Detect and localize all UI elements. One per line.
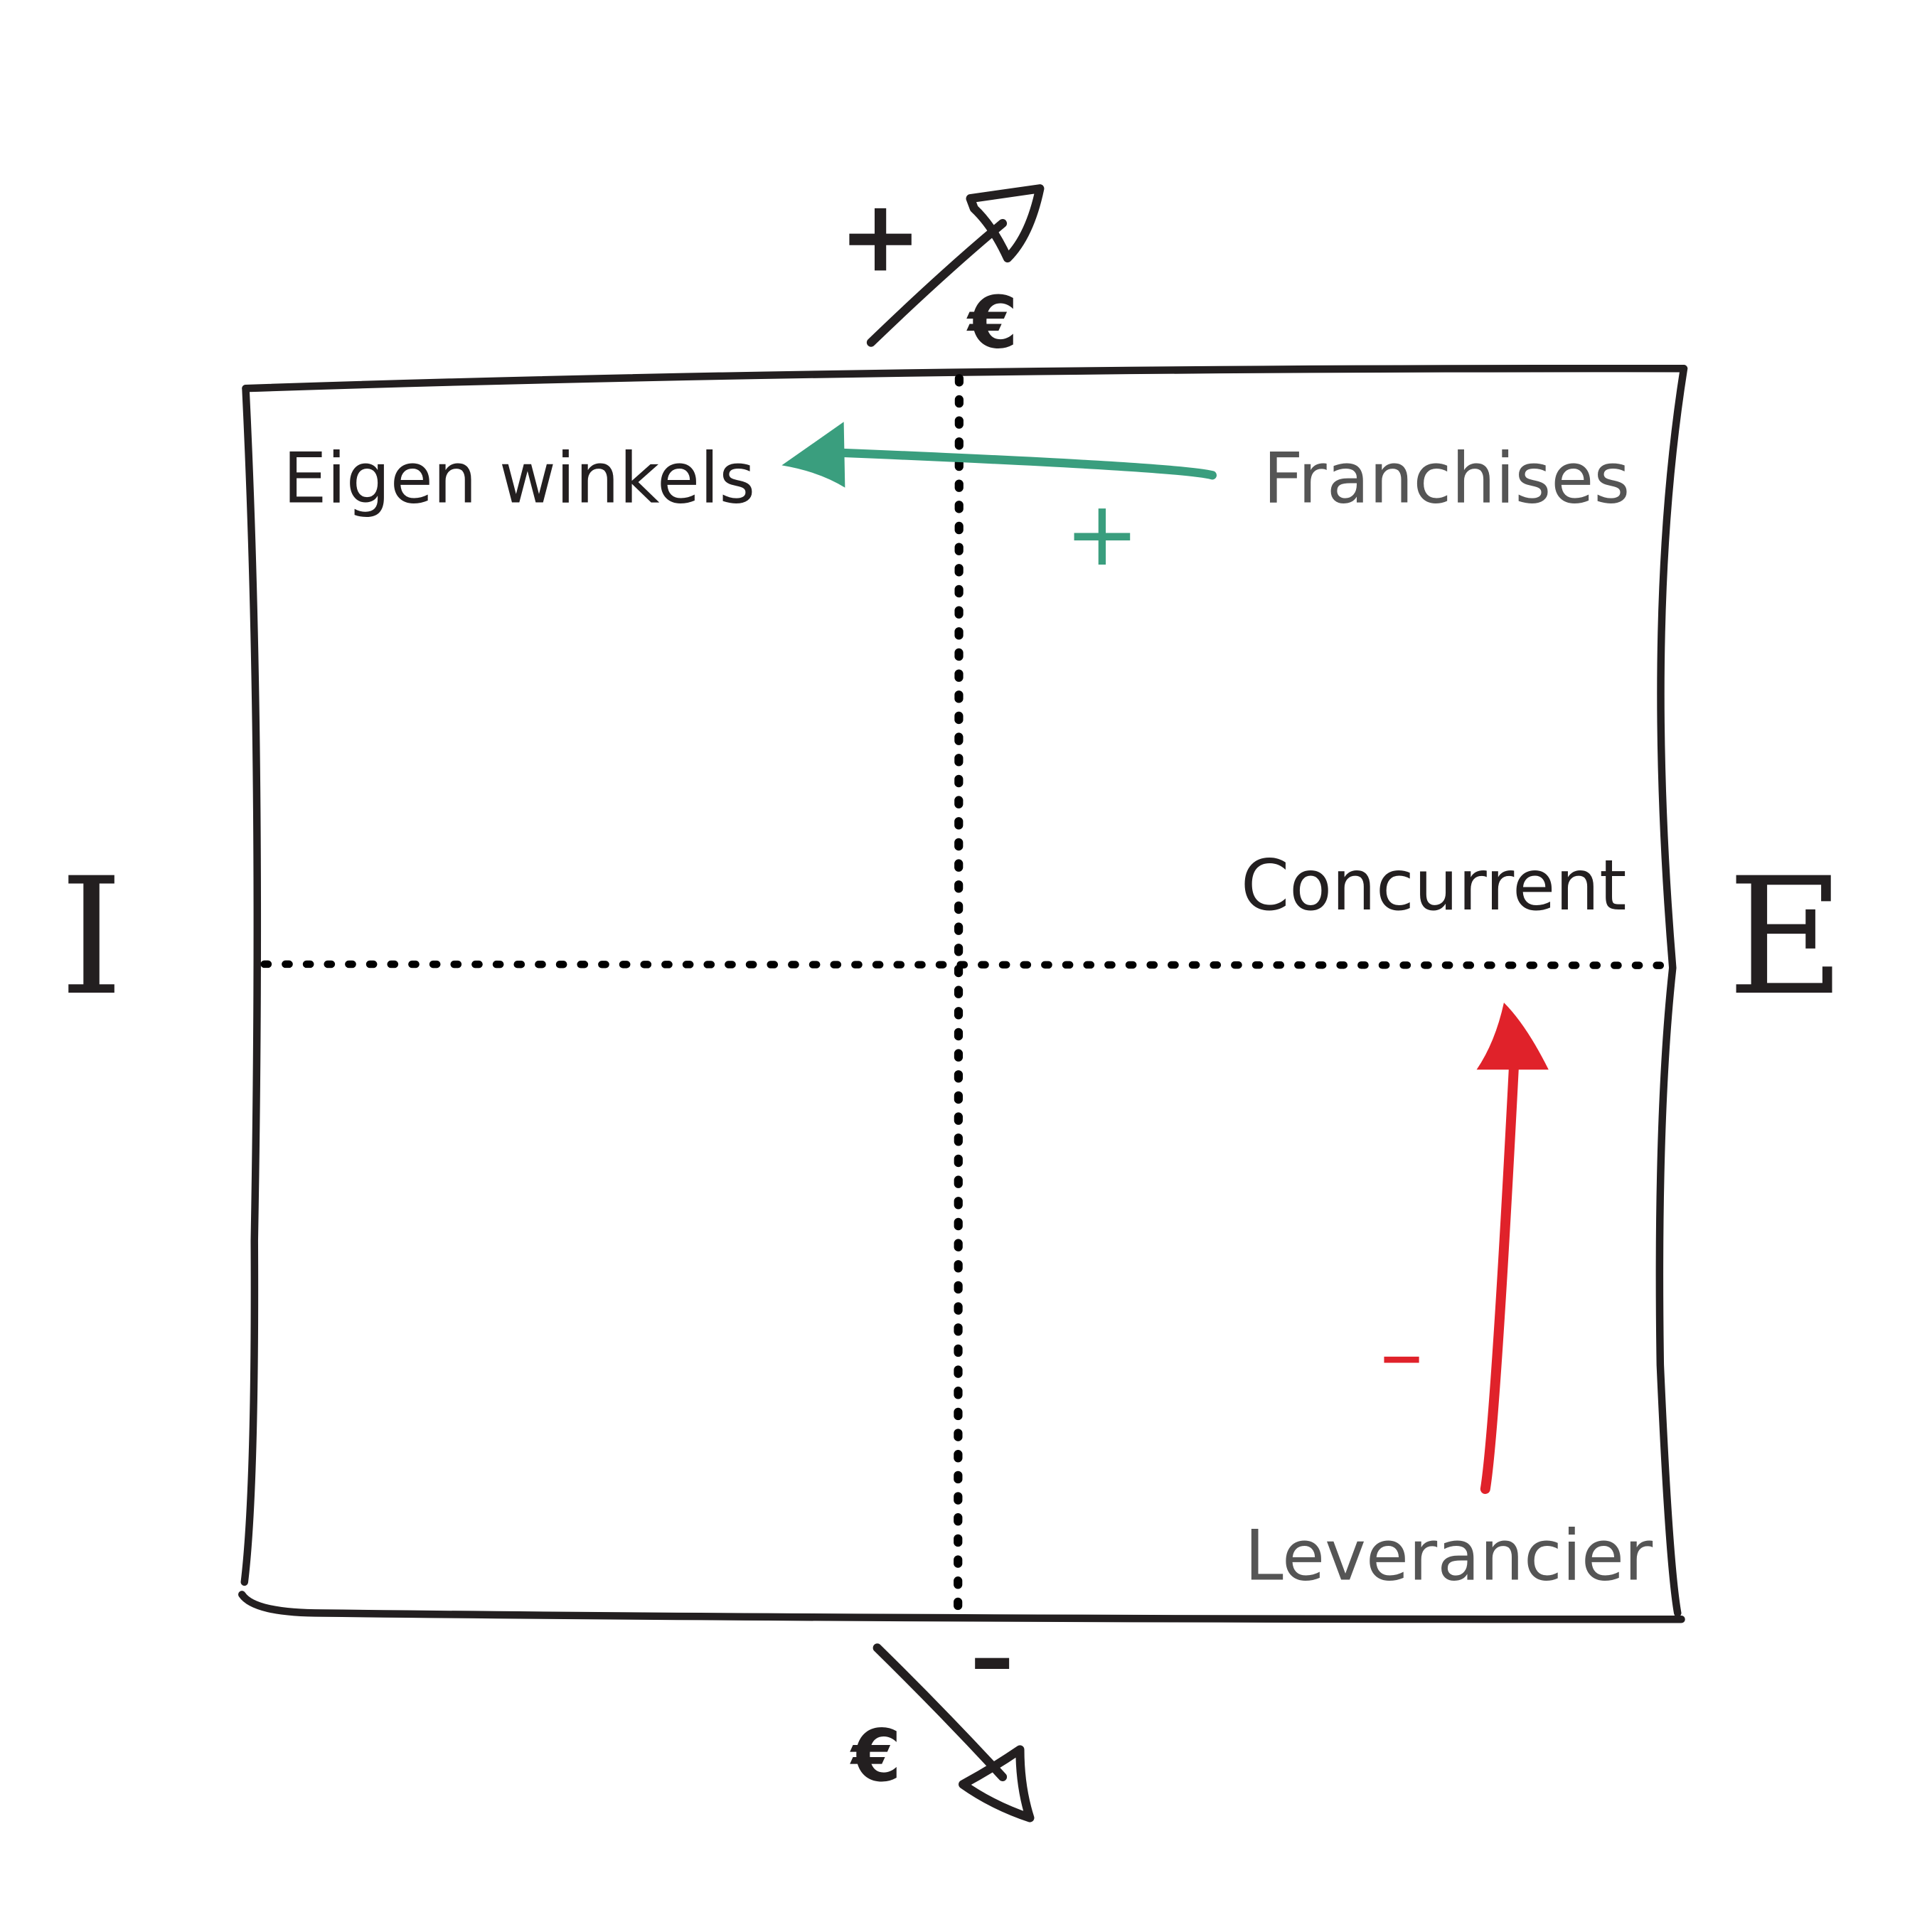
green-arrow-icon: [781, 422, 1217, 488]
bottom-currency: €: [850, 1714, 901, 1798]
top-currency: €: [966, 281, 1018, 365]
vertical-axis-dotted: [954, 374, 964, 1618]
green-plus-sign: +: [1064, 481, 1139, 586]
label-eigen-winkels: Eigen winkels: [283, 439, 755, 520]
bottom-sign: –: [971, 1607, 1014, 1708]
red-arrow-icon: [1476, 1002, 1549, 1495]
frame-top: [242, 364, 1688, 393]
horizontal-axis-dotted: [260, 960, 1667, 969]
up-arrow-icon: [866, 184, 1045, 347]
label-leverancier: Leverancier: [1244, 1515, 1653, 1596]
quadrant-frame: [238, 364, 1688, 1623]
label-concurrent: Concurrent: [1241, 845, 1626, 927]
top-sign: +: [839, 178, 922, 294]
frame-left: [240, 384, 262, 1586]
frame-right: [1655, 365, 1688, 1617]
label-franchises: Franchises: [1263, 439, 1630, 520]
frame-bottom: [238, 1591, 1685, 1623]
down-arrow-icon: [872, 1643, 1035, 1822]
axis-label-internal: I: [60, 843, 124, 1031]
red-minus-sign: –: [1379, 1303, 1423, 1404]
axis-label-external: E: [1727, 843, 1845, 1031]
